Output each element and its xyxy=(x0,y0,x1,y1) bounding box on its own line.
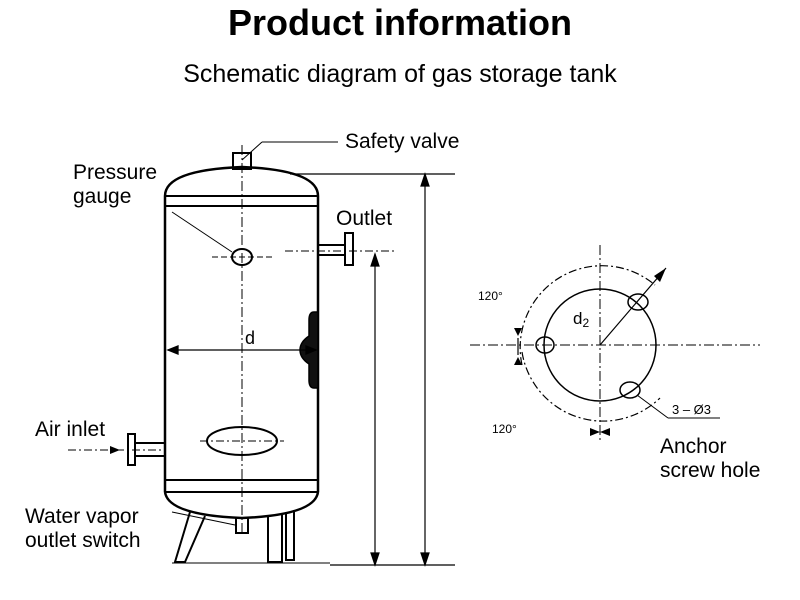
safety-valve-label: Safety valve xyxy=(345,130,460,153)
pressure-gauge-label-line2: gauge xyxy=(73,185,132,208)
base-diameter-subscript: 2 xyxy=(582,316,589,330)
angle-label-top: 120° xyxy=(478,289,503,303)
holes-label: 3 – Ø3 xyxy=(672,402,711,417)
drain-valve xyxy=(235,517,249,534)
anchor-label-line1: Anchor xyxy=(660,435,727,458)
outlet-height-dimension xyxy=(370,252,380,567)
diagram-subtitle: Schematic diagram of gas storage tank xyxy=(183,60,617,88)
leader-lines xyxy=(171,141,338,526)
base-plan-view xyxy=(470,245,760,440)
outlet-pipe xyxy=(285,232,395,266)
air-inlet-pipe xyxy=(68,433,165,466)
water-vapor-label-line2: outlet switch xyxy=(25,529,141,552)
base-diameter-label: d2 xyxy=(573,309,589,330)
outlet-label: Outlet xyxy=(336,207,393,230)
pressure-gauge xyxy=(212,248,272,266)
page-title: Product information xyxy=(228,2,572,43)
tank-legs xyxy=(173,510,295,563)
water-vapor-label-line1: Water vapor xyxy=(25,505,139,528)
angle-label-bottom: 120° xyxy=(492,422,517,436)
pressure-gauge-label-line1: Pressure xyxy=(73,161,158,184)
inlet-manway xyxy=(200,426,284,456)
height-dimension xyxy=(290,172,455,567)
diameter-dimension xyxy=(166,345,318,355)
air-inlet-label: Air inlet xyxy=(35,418,106,441)
diameter-label: d xyxy=(245,328,255,348)
base-diameter-symbol: d xyxy=(573,309,582,328)
anchor-label-line2: screw hole xyxy=(660,459,761,482)
